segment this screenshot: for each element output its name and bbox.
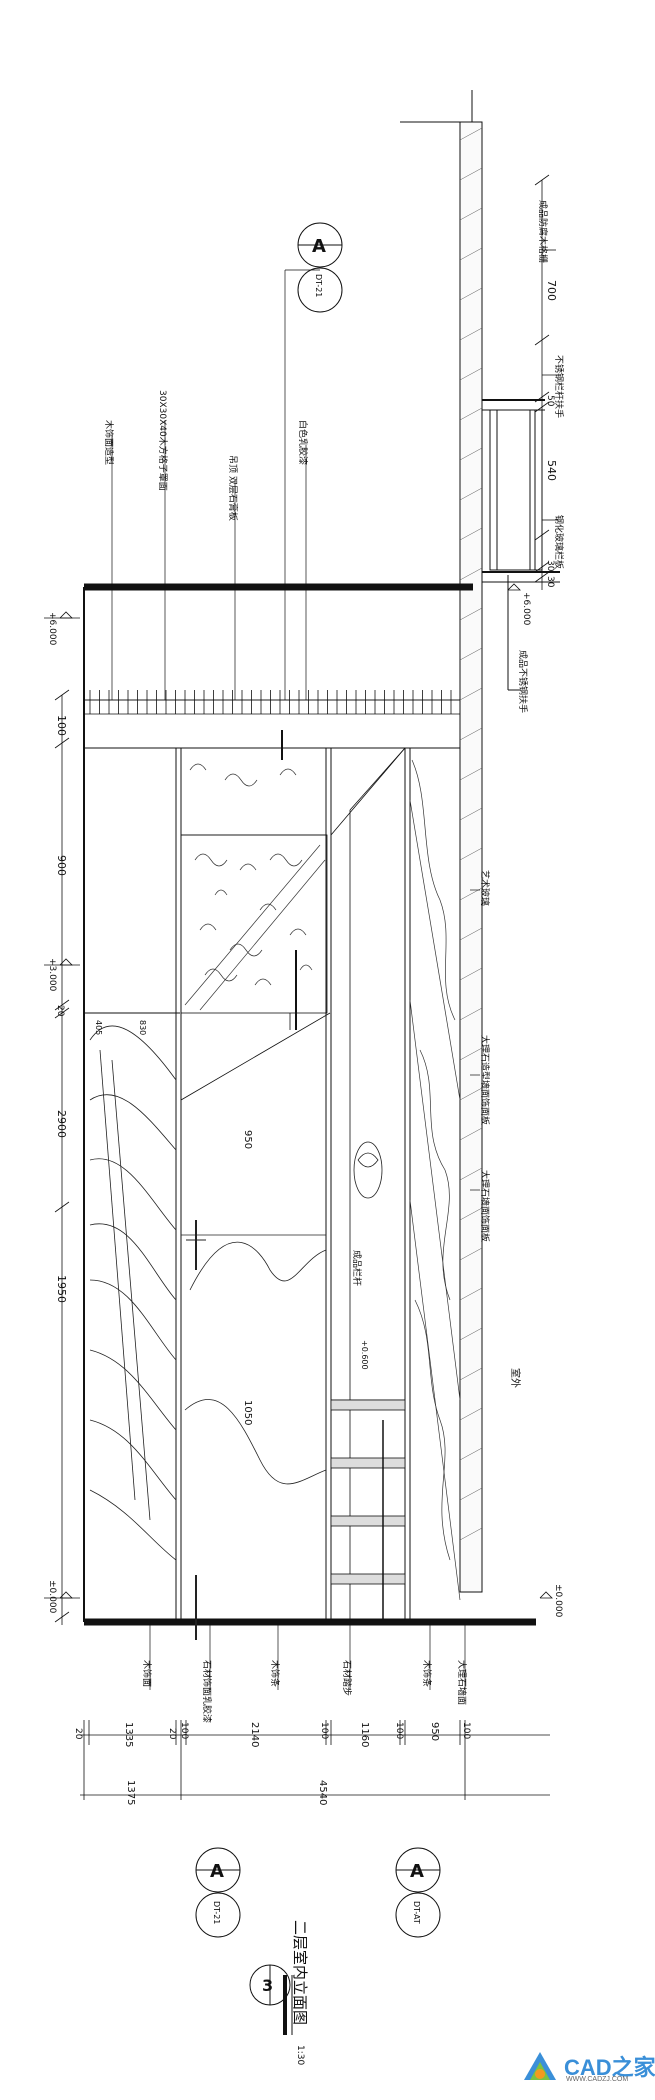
section-marker-ref: DT-21 [314,274,323,297]
bottom-annotation: 木饰条 [269,1660,281,1687]
right-annotation: 大理石造型墙面饰面板 [479,1035,491,1125]
level-mark-top-right: +6.000 [521,592,531,626]
logo-name: CAD之家 [564,2055,655,2080]
bottom-dim: 100 [179,1722,189,1739]
section-marker-ref: DT-21 [212,1901,221,1924]
level-mark-bottom-right: ±0.000 [553,1584,563,1618]
logo-url: WWW.CADZJ.COM [566,2076,629,2083]
balcony-railing [482,399,560,691]
bottom-annotation: 木饰面 [141,1660,153,1687]
top-annotation: 吊顶 双层石膏板 [227,455,239,521]
top-right-dim: 700 [545,280,558,301]
right-bay-pattern [409,759,461,1601]
left-dim: 2900 [55,1110,68,1138]
level-mark-top: +6.000 [47,612,57,646]
right-annotation: 艺术玻璃 [479,870,491,906]
round-ornament [353,1141,383,1199]
stair-label: 成品栏杆 [351,1250,363,1286]
level-markers [59,583,553,1599]
cad-logo: CAD之家 WWW.CADZJ.COM [520,2046,655,2092]
bottom-dim-total: 4540 [317,1780,328,1805]
bottom-dim: 20 [167,1728,177,1740]
level-mark-mid: +3.000 [47,958,57,992]
small-dim: 405 [94,1020,103,1035]
right-annotation: 室外 [509,1368,522,1388]
level-mark-stair: +0.600 [360,1340,369,1370]
bottom-dim: 20 [73,1728,83,1740]
bottom-dim-total: 1375 [125,1780,136,1805]
bottom-dim: 100 [394,1722,404,1739]
right-annotation: 钢化玻璃栏板 [553,515,565,569]
bottom-annotation: 石材踏步 [341,1660,353,1696]
top-right-dimensions [534,174,560,590]
section-marker-ref: DT-AT [412,1901,421,1924]
drawing-title: 二层室内立面图 [291,1920,309,2025]
bottom-dim: 1335 [123,1722,134,1747]
top-right-dim: 540 [545,460,558,481]
bottom-dim: 100 [461,1722,471,1739]
right-annotation: 不锈钢栏杆扶手 [553,355,565,418]
top-right-dim: 30 [545,560,555,572]
left-dim: 20 [55,1005,65,1017]
top-leaders [111,269,480,1191]
bottom-leaders [149,1625,466,1690]
stair [330,1399,406,1621]
bottom-dim: 950 [429,1722,440,1741]
drawing-number: 3 [262,1976,273,1995]
small-dim: 830 [138,1020,147,1035]
top-right-dim: 50 [545,395,555,407]
right-annotation: 成品防腐木格栅 [537,200,549,263]
top-annotation: 白色乳胶漆 [297,420,309,465]
main-outline [83,583,536,1626]
top-right-dim: 30 [545,576,555,588]
wood-grille [84,690,460,715]
right-annotation: 大理石墙面饰面板 [479,1170,491,1242]
top-annotation: 30X30X40木方格子罩面 [157,390,169,491]
inner-dim: 950 [242,1130,253,1149]
section-marker-letter: A [410,1861,424,1882]
section-marker-top [297,222,343,313]
bottom-annotation: 石材饰面乳胶漆 [201,1660,213,1723]
left-dim: 100 [55,715,68,736]
bottom-dim: 100 [319,1722,329,1739]
upper-panels [180,730,406,1622]
section-marker-bottom-left [195,1847,241,1938]
inner-dim: 1050 [242,1400,253,1425]
section-marker-bottom-right [395,1847,441,1938]
bottom-annotation: 大理石墙面 [456,1660,468,1705]
upper-panel-pattern [184,763,326,1011]
cad-logo-icon [524,2052,556,2080]
bottom-dim: 2140 [249,1722,260,1747]
bottom-dimensions [80,1720,550,1800]
bottom-annotation: 木饰条 [421,1660,433,1687]
text-layer: A DT-21 A DT-21 A DT-AT 3 二层室内立面图 1:30 +… [47,200,565,2065]
left-dim: 1950 [55,1275,68,1303]
right-annotation: 成品不锈钢扶手 [517,650,529,713]
top-annotation: 木饰面造型 [103,420,115,465]
level-mark-bottom: ±0.000 [47,1580,57,1614]
section-marker-letter: A [210,1861,224,1882]
drawing-scale: 1:30 [295,2045,305,2065]
middle-bay-pattern [181,1220,327,1640]
bottom-dim: 1160 [359,1722,370,1747]
section-marker-letter: A [312,236,326,257]
drawing-number-circle [249,1964,293,2035]
left-dim: 900 [55,855,68,876]
exterior-wall [400,90,483,1593]
left-bay-pattern [89,1025,177,1561]
